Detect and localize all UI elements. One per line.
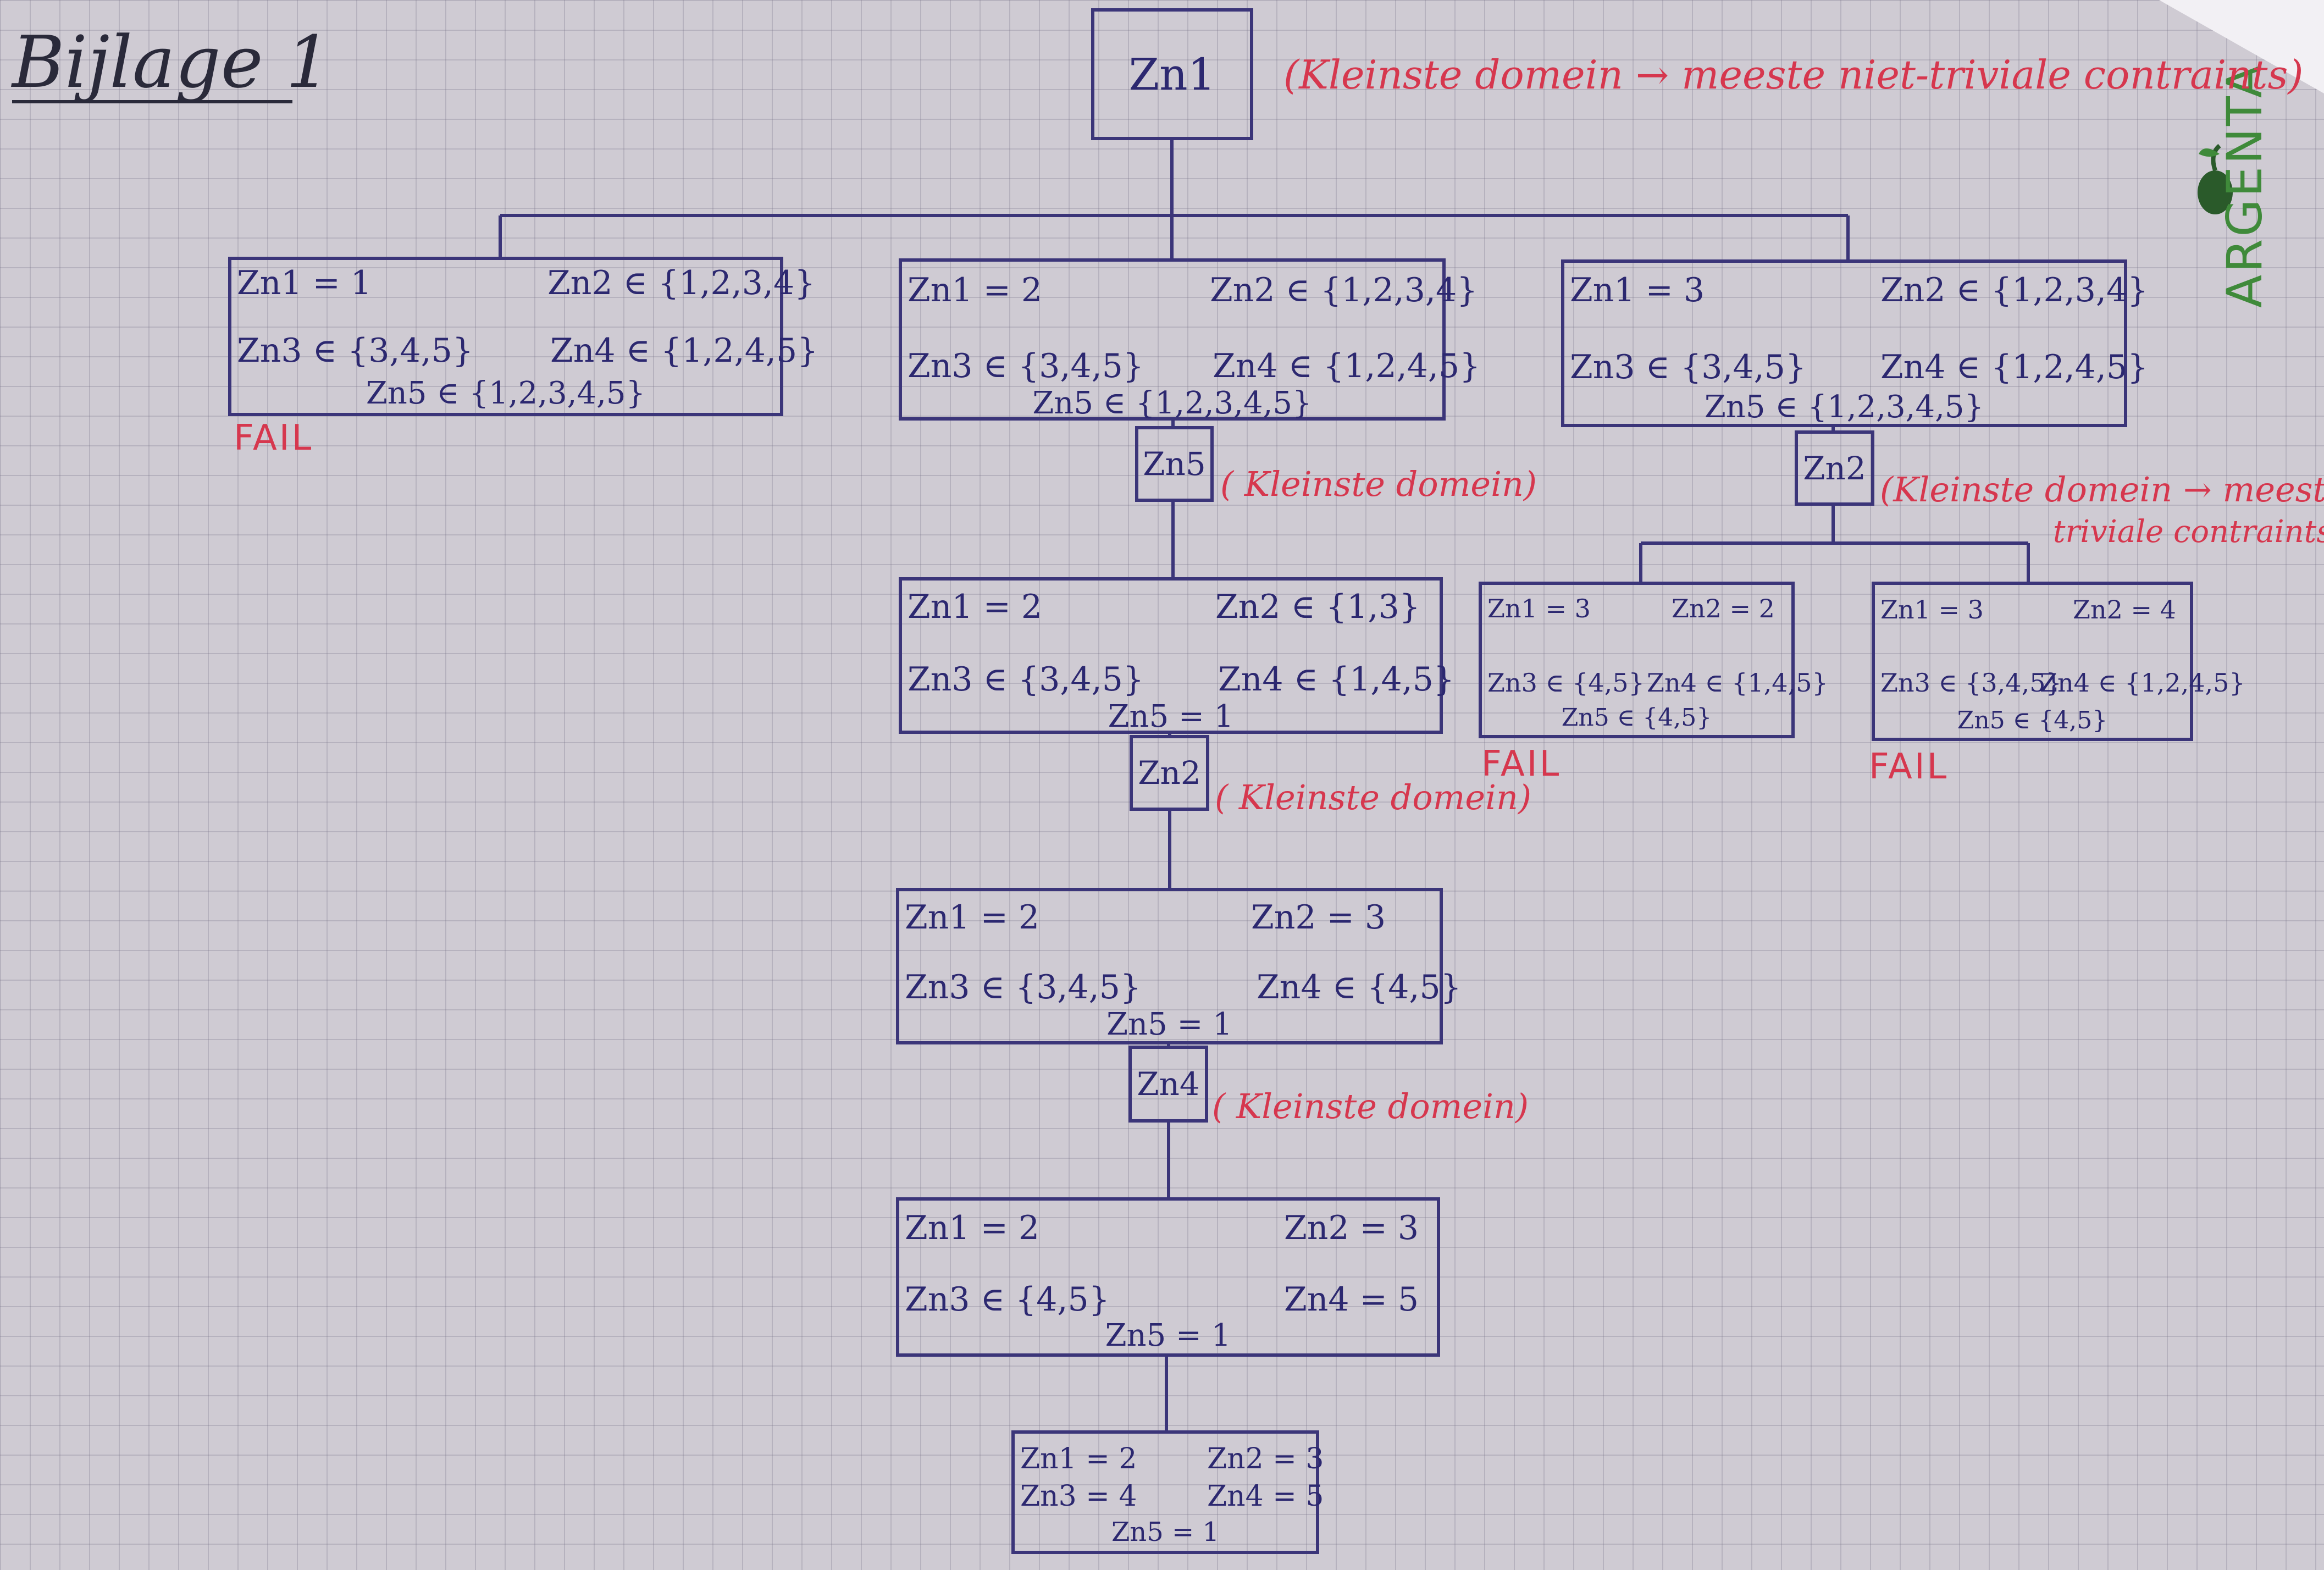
fail-label: FAIL xyxy=(1869,747,1949,787)
domain: Zn5 ∈ {4,5} xyxy=(1561,704,1712,732)
apple-icon xyxy=(2198,143,2233,214)
domain: Zn2 ∈ {1,2,3,4} xyxy=(1210,271,1478,309)
domain: Zn3 ∈ {3,4,5} xyxy=(1880,668,2062,698)
domain: Zn3 ∈ {4,5} xyxy=(905,1280,1110,1319)
assignment: Zn3 = 4 xyxy=(1020,1480,1137,1513)
domain: Zn4 ∈ {1,4,5} xyxy=(1647,668,1828,698)
var-node-zn4: Zn4 xyxy=(1128,1046,1208,1123)
domain: Zn4 ∈ {4,5} xyxy=(1257,968,1462,1007)
fail-label: FAIL xyxy=(234,418,314,458)
branch-zn2-4: Zn1 = 3 Zn2 = 4 Zn3 ∈ {3,4,5} Zn4 ∈ {1,2… xyxy=(1872,582,2245,741)
page-title: Bijlage 1 xyxy=(12,20,331,104)
solution-node: Zn1 = 2 Zn2 = 3 Zn3 = 4 Zn4 = 5 Zn5 = 1 xyxy=(1011,1430,1324,1554)
var-note-zn2-right: (Kleinste domein → meeste niet- xyxy=(1880,469,2324,510)
root-note: (Kleinste domein → meeste niet-triviale … xyxy=(1283,52,2304,98)
domain: Zn5 ∈ {4,5} xyxy=(1957,706,2108,734)
branch-zn1-3: Zn1 = 3 Zn2 ∈ {1,2,3,4} Zn3 ∈ {3,4,5} Zn… xyxy=(1561,259,2148,427)
domain: Zn3 ∈ {3,4,5} xyxy=(237,331,474,370)
assignment: Zn1 = 1 xyxy=(237,264,372,302)
domain: Zn4 ∈ {1,2,4,5} xyxy=(1213,347,1481,385)
var-note-zn4: ( Kleinste domein) xyxy=(1212,1086,1529,1126)
var-note-zn2: ( Kleinste domein) xyxy=(1215,777,1532,817)
domain: Zn5 ∈ {1,2,3,4,5} xyxy=(1032,385,1312,421)
domain: Zn3 ∈ {3,4,5} xyxy=(905,968,1142,1007)
domain: Zn4 ∈ {1,4,5} xyxy=(1218,660,1455,699)
fail-label: FAIL xyxy=(1481,744,1562,784)
assignment: Zn2 = 4 xyxy=(2073,595,2176,624)
var-node-zn2: Zn2 xyxy=(1130,735,1209,811)
node-zn5-1: Zn1 = 2 Zn2 ∈ {1,3} Zn3 ∈ {3,4,5} Zn4 ∈ … xyxy=(899,577,1454,734)
domain: Zn2 ∈ {1,2,3,4} xyxy=(1880,271,2149,309)
assignment: Zn5 = 1 xyxy=(1105,1318,1231,1353)
assignment: Zn2 = 3 xyxy=(1207,1442,1324,1475)
domain: Zn2 ∈ {1,2,3,4} xyxy=(547,264,816,302)
var-note-zn2-right-cont: triviale contraints) xyxy=(2053,514,2324,550)
domain: Zn5 ∈ {1,2,3,4,5} xyxy=(366,375,646,411)
domain: Zn3 ∈ {3,4,5} xyxy=(1570,348,1807,386)
assignment: Zn1 = 3 xyxy=(1880,595,1984,624)
assignment: Zn1 = 2 xyxy=(908,271,1043,309)
assignment: Zn2 = 3 xyxy=(1251,898,1386,937)
assignment: Zn4 = 5 xyxy=(1207,1480,1324,1513)
assignment: Zn1 = 2 xyxy=(1020,1442,1137,1475)
domain: Zn4 ∈ {1,2,4,5} xyxy=(550,331,818,370)
node-zn4-5: Zn1 = 2 Zn2 = 3 Zn3 ∈ {4,5} Zn4 = 5 Zn5 … xyxy=(896,1197,1440,1357)
assignment: Zn1 = 2 xyxy=(905,898,1040,937)
var-note-zn5: ( Kleinste domein) xyxy=(1220,464,1537,504)
domain: Zn2 ∈ {1,3} xyxy=(1215,588,1420,626)
domain: Zn3 ∈ {4,5} xyxy=(1487,668,1645,698)
branch-zn2-2: Zn1 = 3 Zn2 = 2 Zn3 ∈ {4,5} Zn4 ∈ {1,4,5… xyxy=(1479,582,1828,738)
branch-zn1-1: Zn1 = 1 Zn2 ∈ {1,2,3,4} Zn3 ∈ {3,4,5} Zn… xyxy=(228,257,818,416)
assignment: Zn5 = 1 xyxy=(1106,1007,1232,1042)
assignment: Zn5 = 1 xyxy=(1108,699,1234,734)
assignment: Zn1 = 2 xyxy=(905,1209,1040,1247)
domain: Zn3 ∈ {3,4,5} xyxy=(908,660,1144,699)
assignment: Zn1 = 3 xyxy=(1570,271,1705,309)
title-underline xyxy=(12,100,292,103)
domain: Zn3 ∈ {3,4,5} xyxy=(908,347,1144,385)
assignment: Zn2 = 2 xyxy=(1672,594,1775,623)
brand-logo: ARGENTA xyxy=(2216,62,2273,308)
branch-zn1-2: Zn1 = 2 Zn2 ∈ {1,2,3,4} Zn3 ∈ {3,4,5} Zn… xyxy=(899,258,1480,421)
assignment: Zn2 = 3 xyxy=(1284,1209,1419,1247)
var-node-zn2-right: Zn2 xyxy=(1795,430,1874,506)
node-zn2-3: Zn1 = 2 Zn2 = 3 Zn3 ∈ {3,4,5} Zn4 ∈ {4,5… xyxy=(896,888,1462,1044)
assignment: Zn5 = 1 xyxy=(1111,1517,1220,1547)
page-corner xyxy=(2159,0,2324,93)
assignment: Zn1 = 2 xyxy=(908,588,1043,626)
root-node: Zn1 xyxy=(1091,8,1253,140)
assignment: Zn4 = 5 xyxy=(1284,1280,1419,1319)
var-node-zn5: Zn5 xyxy=(1135,426,1214,502)
assignment: Zn1 = 3 xyxy=(1487,594,1591,623)
domain: Zn4 ∈ {1,2,4,5} xyxy=(1880,348,2149,386)
domain: Zn4 ∈ {1,2,4,5} xyxy=(2040,668,2245,698)
domain: Zn5 ∈ {1,2,3,4,5} xyxy=(1704,389,1984,425)
